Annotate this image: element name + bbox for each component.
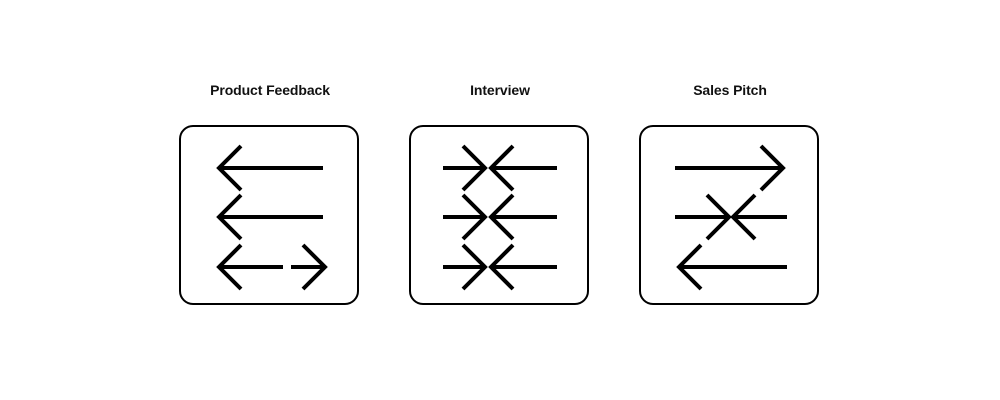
arrow-head [705, 193, 732, 241]
arrow-head [488, 243, 515, 291]
arrow-row-single-left [216, 144, 323, 192]
arrow-row-single-left [216, 193, 323, 241]
arrow-head [730, 193, 757, 241]
arrow-head [216, 193, 243, 241]
panel-title-product-feedback: Product Feedback [210, 82, 330, 98]
arrow-row-converging [443, 243, 557, 291]
panel-product-feedback: Product Feedback [179, 80, 361, 305]
arrow-head [488, 144, 515, 192]
arrow-right [443, 243, 488, 291]
arrow-left [216, 193, 323, 241]
arrow-right [291, 243, 328, 291]
arrow-head [461, 193, 488, 241]
arrow-head [301, 243, 328, 291]
arrow-left [488, 193, 557, 241]
card-interview[interactable] [409, 125, 589, 305]
arrow-head [461, 243, 488, 291]
arrow-head [216, 144, 243, 192]
panel-title-interview: Interview [470, 82, 530, 98]
arrow-row-single-right [675, 144, 786, 192]
arrow-right [443, 193, 488, 241]
arrow-head [216, 243, 243, 291]
arrow-row-converging [443, 144, 557, 192]
arrow-row-single-left [676, 243, 787, 291]
arrow-row-converging [443, 193, 557, 241]
arrow-grid-interview [443, 144, 557, 291]
arrow-left [216, 144, 323, 192]
arrow-left [216, 243, 283, 291]
panel-title-sales-pitch: Sales Pitch [693, 82, 767, 98]
arrow-grid-sales-pitch [675, 144, 787, 291]
arrow-left [676, 243, 787, 291]
arrow-right [675, 144, 786, 192]
arrow-head [461, 144, 488, 192]
arrow-left [730, 193, 787, 241]
arrow-right [443, 144, 488, 192]
arrow-grid-product-feedback [216, 144, 328, 291]
arrow-left [488, 144, 557, 192]
arrow-head [759, 144, 786, 192]
panel-interview: Interview [409, 80, 591, 305]
arrow-row-split-outward [216, 243, 328, 291]
arrow-head [676, 243, 703, 291]
card-sales-pitch[interactable] [639, 125, 819, 305]
arrow-left [488, 243, 557, 291]
card-product-feedback[interactable] [179, 125, 359, 305]
arrow-head [488, 193, 515, 241]
arrow-row-converging [675, 193, 787, 241]
arrow-right [675, 193, 732, 241]
panel-sales-pitch: Sales Pitch [639, 80, 821, 305]
